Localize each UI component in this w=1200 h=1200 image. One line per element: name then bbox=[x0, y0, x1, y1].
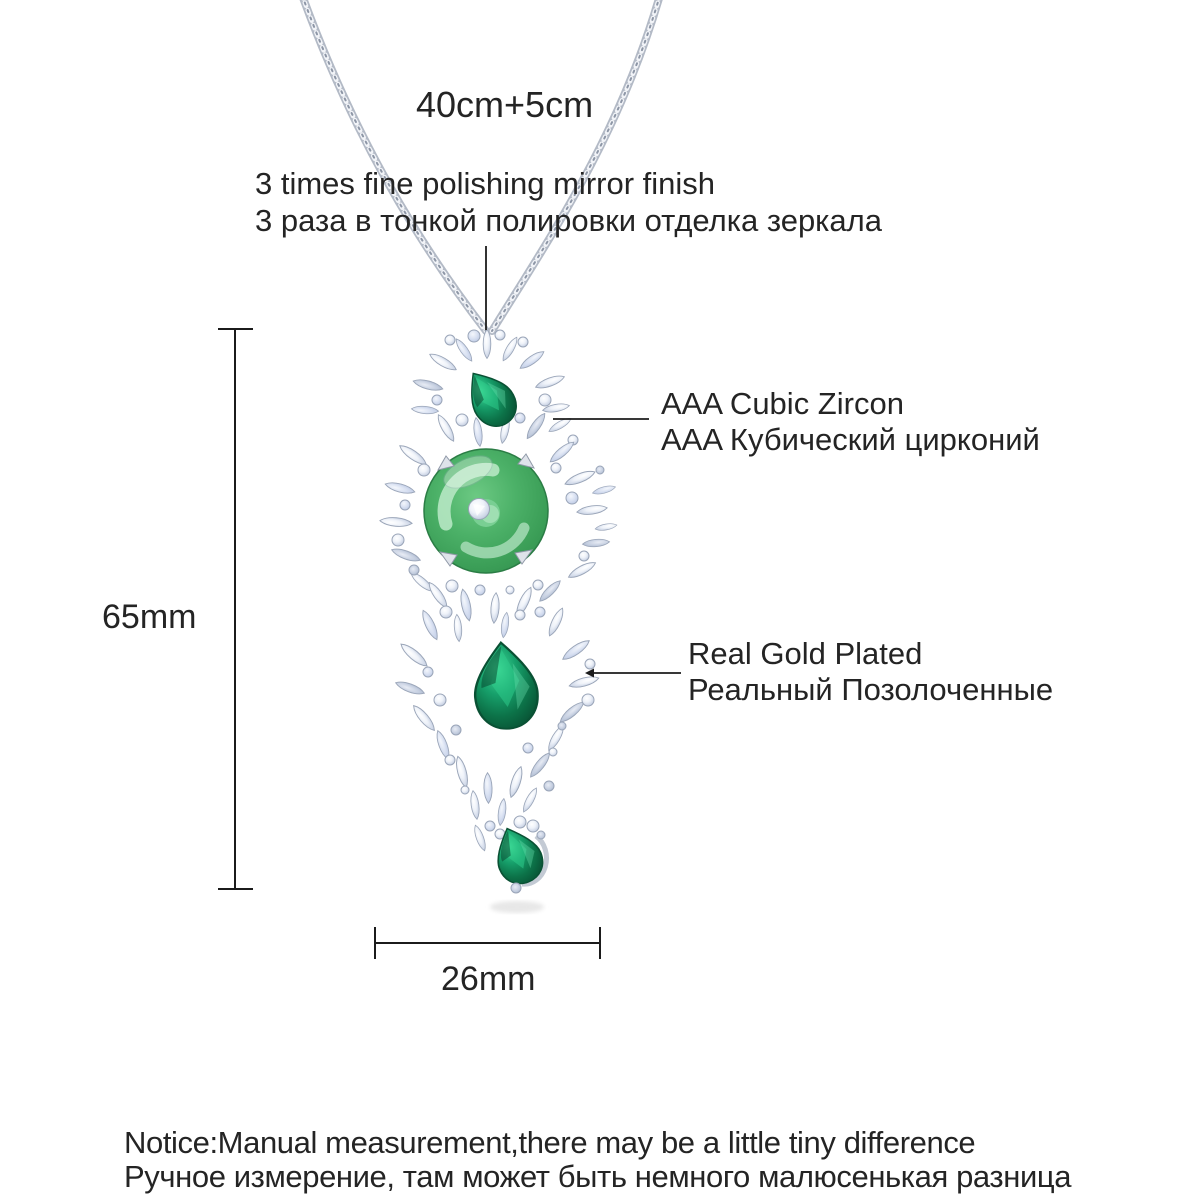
zircon-callout-en: AAA Cubic Zircon bbox=[661, 386, 904, 421]
cz-band-middle bbox=[425, 577, 564, 624]
notice-text: Notice:Manual measurement,there may be a… bbox=[124, 1126, 1071, 1193]
zircon-callout: AAA Cubic Zircon AAA Кубический цирконий bbox=[661, 386, 1040, 458]
emerald-pear-middle bbox=[468, 638, 543, 734]
cz-cluster-lower bbox=[444, 742, 558, 853]
gold-callout-ru: Реальный Позолоченные bbox=[688, 672, 1054, 707]
emerald-pear-bottom bbox=[485, 819, 550, 894]
gold-pointer-arrowhead bbox=[585, 668, 594, 678]
measurement-lines bbox=[218, 246, 681, 959]
pendant bbox=[379, 329, 618, 913]
cz-cluster-center bbox=[393, 605, 601, 762]
necklace-chain bbox=[299, 0, 663, 335]
jade-donut-stone bbox=[423, 448, 549, 574]
notice-text-ru: Ручное измерение, там может быть немного… bbox=[124, 1158, 1072, 1194]
polish-callout-en: 3 times fine polishing mirror finish bbox=[255, 166, 716, 201]
chain-length-label: 40cm+5cm bbox=[416, 84, 594, 125]
gold-callout-en: Real Gold Plated bbox=[688, 636, 923, 671]
zircon-callout-ru: AAA Кубический цирконий bbox=[661, 422, 1040, 457]
polish-callout-ru: 3 раза в тонкой полировки отделка зеркал… bbox=[255, 203, 882, 238]
pendant-width-label: 26mm bbox=[441, 960, 536, 998]
pendant-height-label: 65mm bbox=[102, 598, 197, 636]
polish-callout: 3 times fine polishing mirror finish 3 р… bbox=[255, 165, 882, 239]
pendant-reflection bbox=[490, 901, 544, 913]
cz-spray-left bbox=[379, 441, 436, 595]
notice-text-en: Notice:Manual measurement,there may be a… bbox=[124, 1125, 976, 1160]
cz-spray-right bbox=[547, 438, 618, 582]
gold-callout: Real Gold Plated Реальный Позолоченные bbox=[688, 636, 1053, 708]
